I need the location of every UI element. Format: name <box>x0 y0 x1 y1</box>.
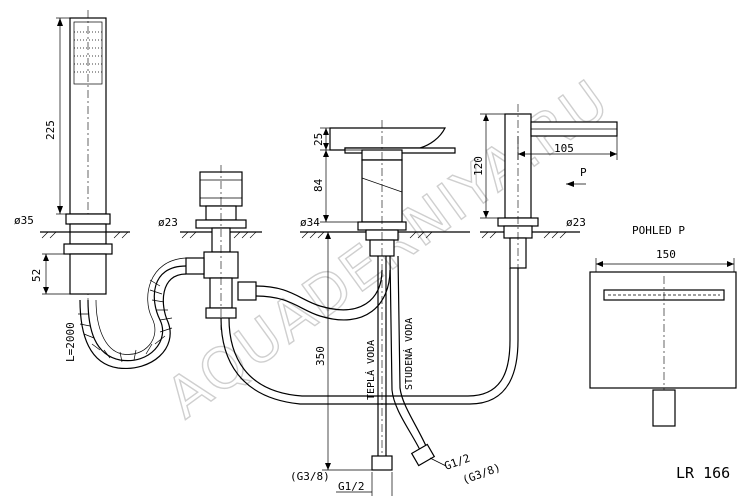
dim-350: 350 <box>314 231 372 471</box>
dim-25-label: 25 <box>312 133 325 146</box>
hot-water-label: TEPLÁ VODA <box>364 340 377 400</box>
countertop-hatching <box>41 231 567 239</box>
thread-left-bottom-label: G1/2 <box>338 480 365 493</box>
model-label: LR 166 <box>676 464 730 482</box>
dia34-label: ø34 <box>300 216 320 229</box>
cold-water-label: STUDENÁ VODA <box>402 318 415 390</box>
dim-105-label: 105 <box>554 142 574 155</box>
thread-left-top-label: (G3/8) <box>290 470 330 483</box>
dia35-label: ø35 <box>14 214 34 227</box>
hand-shower: 225 52 <box>30 10 113 300</box>
dia23-left-label: ø23 <box>158 216 178 229</box>
dim-52-label: 52 <box>30 269 43 282</box>
view-p: POHLED P 150 <box>589 224 737 427</box>
supply-hoses <box>220 255 519 471</box>
dim-225-label: 225 <box>44 120 57 140</box>
waterfall-spout: 120 105 P <box>472 104 618 276</box>
view-width-label: 150 <box>656 248 676 261</box>
thread-right-top-label: G1/2 <box>443 452 472 473</box>
countertop <box>40 231 580 239</box>
dim-350-label: 350 <box>314 346 327 366</box>
mixer-body: 25 84 <box>312 120 456 470</box>
handshower-hose: L=2000 <box>64 257 187 369</box>
view-title-label: POHLED P <box>632 224 685 237</box>
dim-84-label: 84 <box>312 178 325 192</box>
diverter-valve <box>185 165 257 330</box>
view-arrow-p-label: P <box>580 166 587 179</box>
hose-coil-hatching <box>78 279 173 363</box>
dia23-right-label: ø23 <box>566 216 586 229</box>
hose-length-label: L=2000 <box>64 322 77 362</box>
dim-120-label: 120 <box>472 156 485 176</box>
